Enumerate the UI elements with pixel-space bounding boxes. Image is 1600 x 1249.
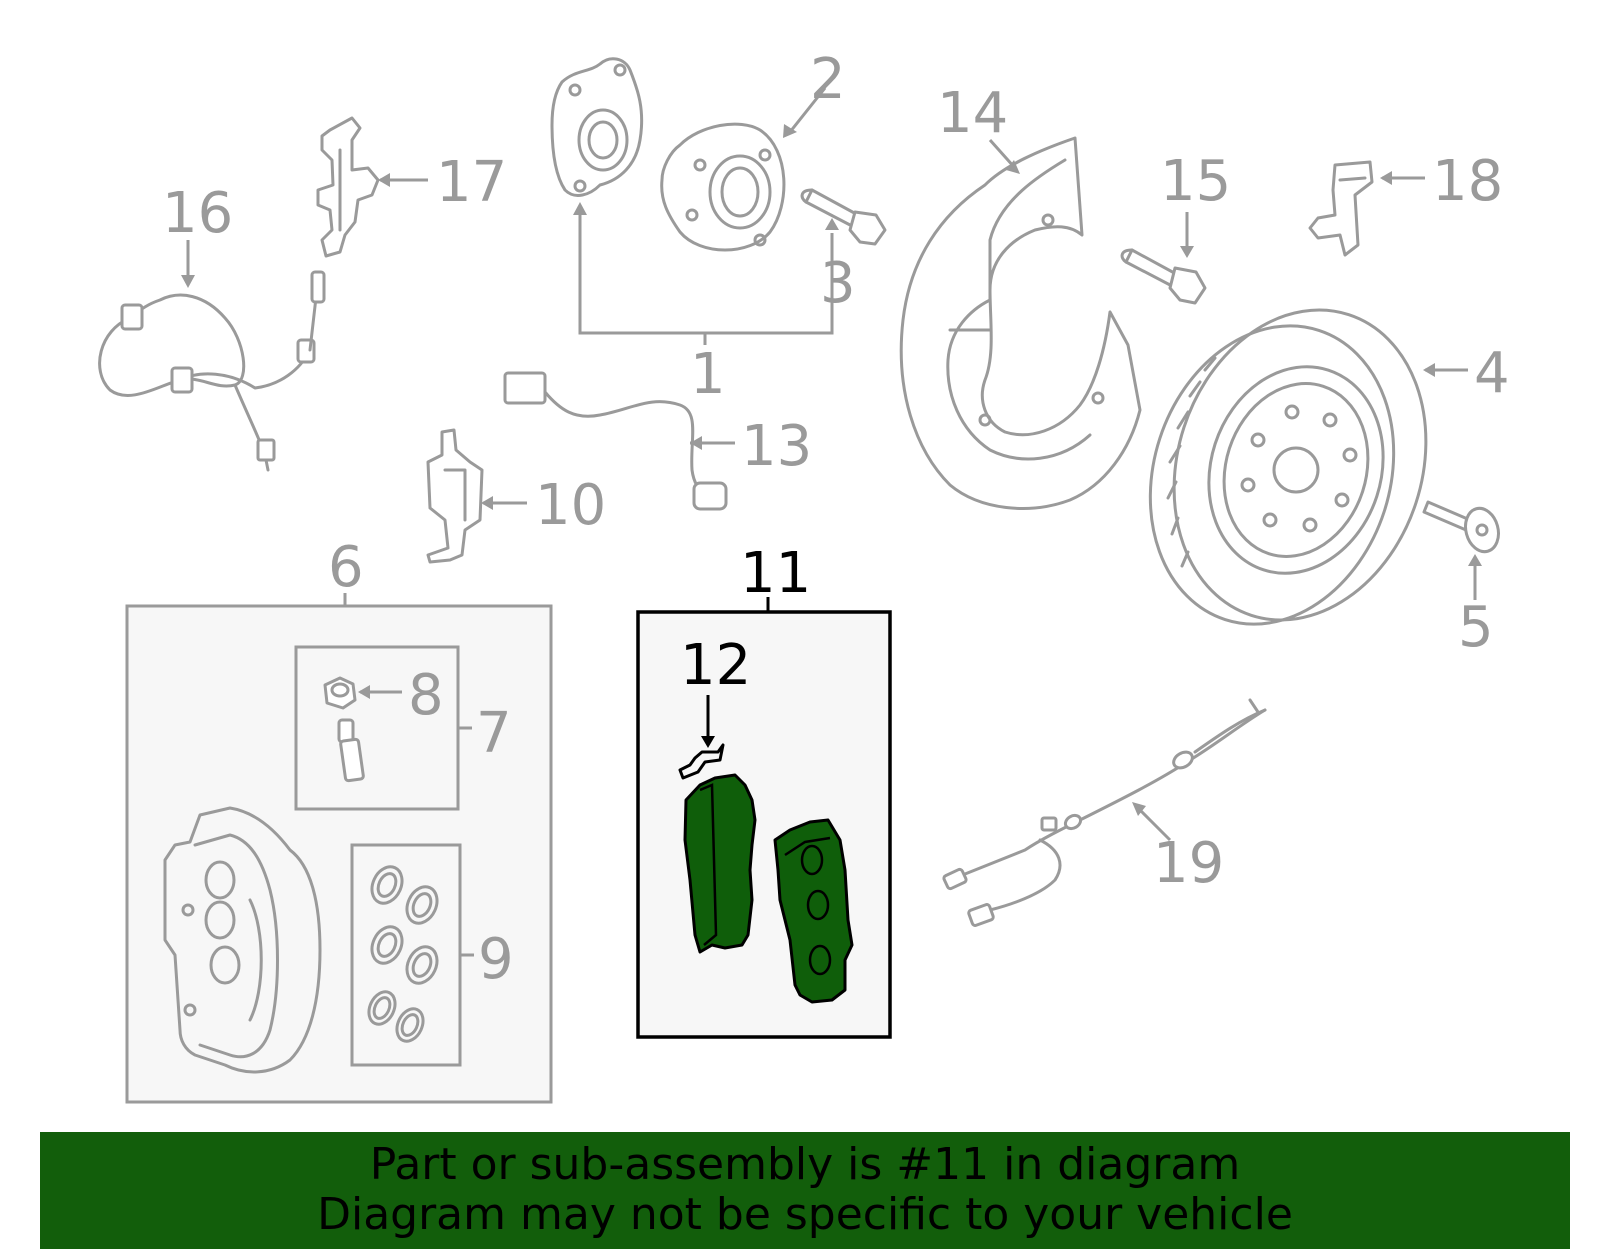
part-19-wear-sensor	[942, 698, 1267, 927]
part-3-bolt	[800, 188, 887, 246]
leader-2	[788, 87, 827, 133]
leader-14	[988, 139, 1017, 169]
part-13-wear-sensor-wire	[503, 371, 728, 511]
part-1-hub-bearing	[550, 57, 644, 197]
part-14-splash-shield	[899, 136, 1142, 510]
part-16-abs-harness	[98, 270, 326, 472]
callout-2: 2	[810, 47, 846, 112]
callout-12: 12	[680, 633, 751, 698]
part-9-seals	[367, 865, 439, 1043]
part-2-hub	[660, 122, 786, 252]
part-18-sensor	[1308, 160, 1374, 257]
callout-5: 5	[1458, 595, 1494, 660]
callout-3: 3	[820, 251, 856, 316]
part-11-brake-pads	[683, 773, 854, 1004]
part-7-guide-pin	[337, 718, 365, 783]
callout-8: 8	[408, 663, 444, 728]
part-17-bracket	[316, 116, 380, 258]
part-6-caliper	[163, 806, 322, 1074]
callout-7: 7	[476, 701, 512, 766]
info-banner: Part or sub-assembly is #11 in diagram D…	[40, 1132, 1570, 1249]
part-10-bracket	[426, 428, 484, 564]
callout-16: 16	[162, 181, 233, 246]
callout-11: 11	[740, 541, 811, 606]
callout-1: 1	[690, 342, 726, 407]
brake-pad-set-box	[636, 610, 892, 1039]
part-15-bolt	[1120, 248, 1207, 305]
callout-9: 9	[478, 927, 514, 992]
leader-19	[1136, 806, 1172, 842]
part-5-screw	[1422, 500, 1500, 554]
banner-line-1: Part or sub-assembly is #11 in diagram	[369, 1139, 1241, 1190]
callout-17: 17	[436, 150, 507, 215]
callout-10: 10	[535, 473, 606, 538]
callout-19: 19	[1153, 831, 1224, 896]
seal-kit-box	[350, 843, 462, 1067]
callout-13: 13	[741, 414, 812, 479]
part-8-nut	[323, 676, 357, 710]
part-12-wear-indicator	[678, 743, 725, 780]
banner-line-2: Diagram may not be specific to your vehi…	[317, 1189, 1293, 1240]
callout-6: 6	[328, 535, 364, 600]
callout-15: 15	[1160, 149, 1231, 214]
part-4-rotor	[1148, 308, 1428, 626]
callout-14: 14	[937, 81, 1008, 146]
leader-1-bracket	[578, 215, 834, 335]
callout-4: 4	[1474, 341, 1510, 406]
callout-18: 18	[1432, 149, 1503, 214]
